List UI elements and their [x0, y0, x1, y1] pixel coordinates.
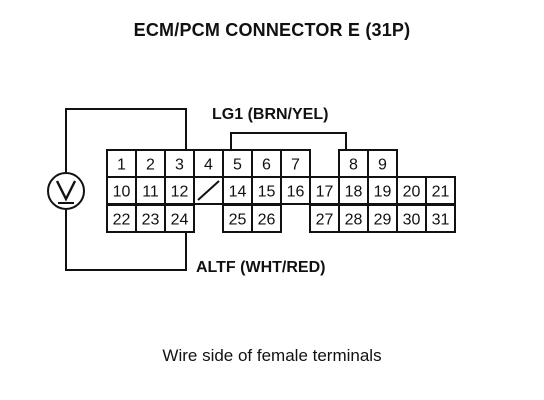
pin-number: 17 — [316, 184, 334, 201]
blank-pin-slash — [197, 180, 220, 201]
pin-number: 11 — [142, 184, 159, 201]
pin-cell — [309, 176, 340, 205]
pin-number: 25 — [229, 212, 247, 229]
pin-number: 28 — [345, 212, 363, 229]
pin-number: 27 — [316, 212, 334, 229]
pin-number: 20 — [403, 184, 421, 201]
diagram-caption: Wire side of female terminals — [162, 346, 382, 365]
altf-label: ALTF (WHT/RED) — [196, 259, 326, 276]
meter-wire-upper — [65, 108, 187, 172]
pin-number: 8 — [349, 157, 358, 174]
pin-cell — [164, 204, 195, 233]
pin-number: 2 — [146, 157, 155, 174]
pin-cell — [135, 176, 166, 205]
pin-number: 24 — [171, 212, 189, 229]
pin-number: 9 — [378, 157, 387, 174]
pin-number: 12 — [171, 184, 189, 201]
pin-number: 4 — [204, 157, 213, 174]
pin-number: 7 — [291, 157, 300, 174]
pin-number: 30 — [403, 212, 421, 229]
pin-cell — [425, 176, 456, 205]
voltmeter-icon — [47, 172, 85, 210]
pin-number: 14 — [229, 184, 247, 201]
pin-number: 5 — [233, 157, 242, 174]
pin-number: 31 — [432, 212, 450, 229]
pin-number: 1 — [117, 157, 126, 174]
pin-number: 22 — [113, 212, 131, 229]
pin-cell — [106, 176, 137, 205]
meter-wire-lower — [65, 210, 187, 271]
pin-number: 6 — [262, 157, 271, 174]
pin-number: 23 — [142, 212, 160, 229]
pin-number: 18 — [345, 184, 363, 201]
pin-number: 16 — [287, 184, 305, 201]
diagram-title: ECM/PCM CONNECTOR E (31P) — [133, 20, 411, 40]
pin-cell — [367, 204, 398, 233]
lg1-label: LG1 (BRN/YEL) — [212, 106, 329, 123]
pin-number: 10 — [113, 184, 131, 201]
pin-cell — [425, 204, 456, 233]
pin-cell — [251, 204, 282, 233]
pin-cell — [251, 176, 282, 205]
pin-cell — [222, 204, 253, 233]
lg1-bracket — [230, 132, 347, 150]
pin-number: 19 — [374, 184, 392, 201]
pin-number: 21 — [432, 184, 450, 201]
pin-cell — [338, 176, 369, 205]
pin-cell — [338, 149, 369, 178]
pin-number: 26 — [258, 212, 276, 229]
pin-number: 15 — [258, 184, 276, 201]
pin-number: 29 — [374, 212, 392, 229]
pin-number: 3 — [175, 157, 184, 174]
